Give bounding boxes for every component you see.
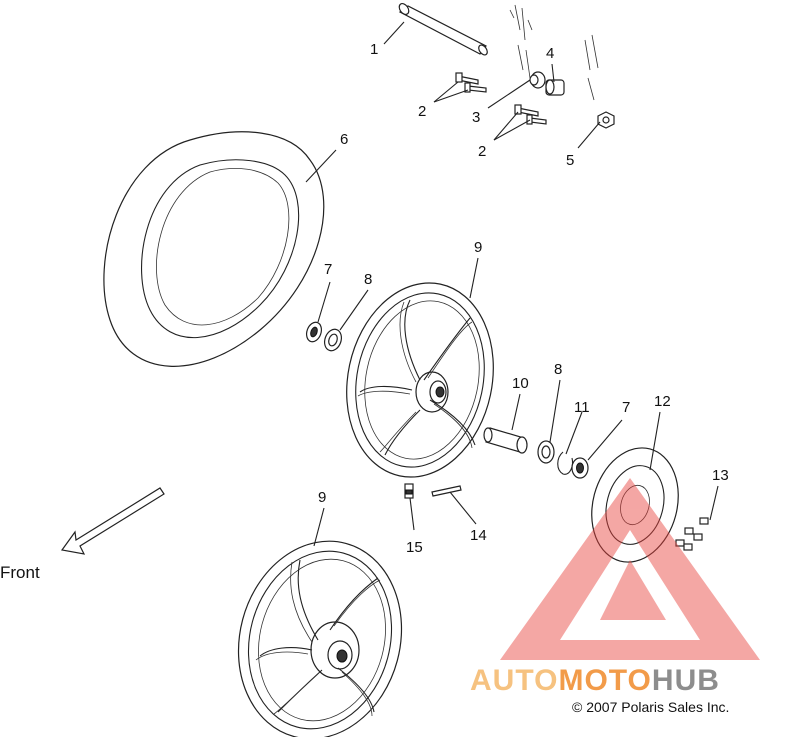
leader-lines [305,21,719,547]
watermark-triangle-icon [500,478,760,660]
spacer-tube-part-10 [483,427,528,454]
tire-part-6 [103,131,325,367]
callout-9-upper: 9 [474,239,482,256]
pinch-bolts-lower [514,104,547,125]
watermark-text-hub: HUB [652,664,720,697]
front-arrow [60,487,165,555]
callout-2-upper: 2 [418,103,426,120]
callout-15: 15 [406,539,423,556]
callout-12: 12 [654,393,671,410]
front-label: Front [0,563,40,582]
pinch-bolts-upper [455,72,487,93]
callout-8-right: 8 [554,361,562,378]
watermark-text-moto: MOTO [558,664,651,697]
callout-6: 6 [340,131,348,148]
callout-4: 4 [546,45,554,62]
axle-part [398,2,488,56]
copyright-text: © 2007 Polaris Sales Inc. [572,699,729,715]
callout-2-lower: 2 [478,143,486,160]
callout-13: 13 [712,467,729,484]
fork-sketch [509,4,599,101]
nut-part-5 [597,111,615,129]
wheel-part-9-lower [237,540,403,737]
callout-3: 3 [472,109,480,126]
callout-8-left: 8 [364,271,372,288]
watermark-logo: AUTOMOTOHUB [470,478,760,697]
spacer-part-3 [529,71,546,89]
callout-9-lower: 9 [318,489,326,506]
weight-part-14 [431,485,462,497]
seal-part-7-left [305,321,323,343]
callout-11: 11 [574,399,590,416]
callout-5: 5 [566,152,574,169]
wheel-part-9-upper [346,282,494,478]
bushing-part-4 [545,79,565,96]
callout-labels: 1 2 2 3 4 5 6 7 7 8 8 9 9 10 11 12 13 14… [318,41,729,556]
brake-disc-part-12 [591,447,679,563]
seal-part-7-right [571,457,589,479]
svg-text:AUTOMOTOHUB: AUTOMOTOHUB [470,664,720,697]
callout-14: 14 [470,527,487,544]
disc-bolts-part-13 [675,517,709,551]
callout-7-left: 7 [324,261,332,278]
bearing-part-8-left [323,328,343,352]
callout-1: 1 [370,41,378,58]
callout-7-right: 7 [622,399,630,416]
circlip-part-11 [557,451,574,475]
watermark-text-auto: AUTO [470,664,558,697]
bearing-part-8-right [537,440,555,464]
valve-part-15 [404,483,414,499]
callout-10: 10 [512,375,529,392]
watermark-inner-triangle-icon [600,560,666,620]
